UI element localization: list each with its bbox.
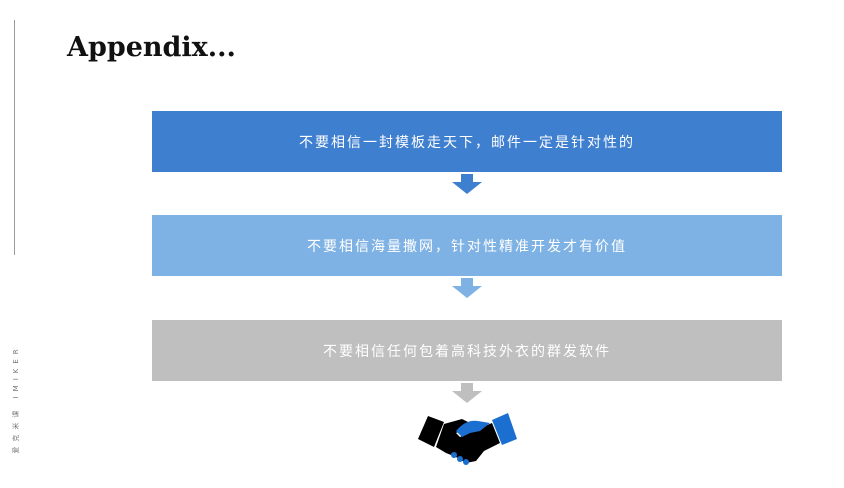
arrow-down-icon [452,383,482,403]
side-brand: 爱克米课 IMIKER [12,344,20,454]
step-1: 不要相信一封模板走天下，邮件一定是针对性的 [152,111,782,172]
step-2: 不要相信海量撒网，针对性精准开发才有价值 [152,215,782,276]
divider-line [14,20,15,255]
arrow-down-icon [452,174,482,194]
arrow-down-icon [452,278,482,298]
slide-title: Appendix... [67,32,236,63]
step-3: 不要相信任何包着高科技外衣的群发软件 [152,320,782,381]
handshake-icon [418,413,517,465]
